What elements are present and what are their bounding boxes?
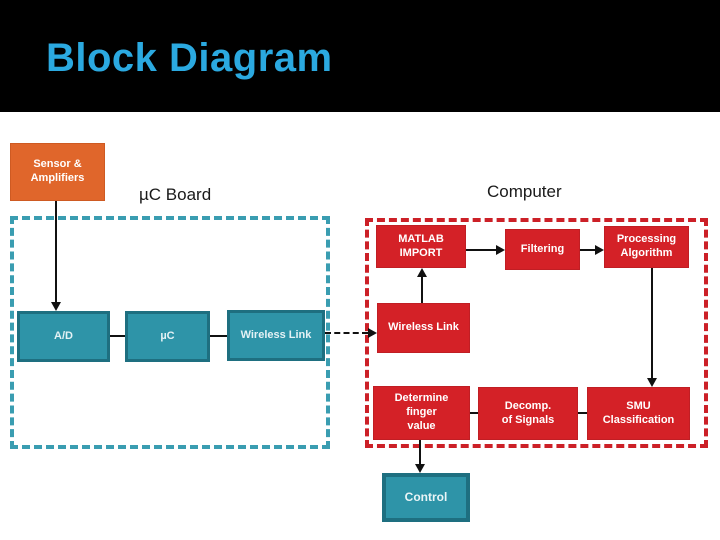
connector-wireless-to-wireless-dashed xyxy=(325,332,368,334)
node-wireless-link-computer: Wireless Link xyxy=(377,303,470,353)
node-control: Control xyxy=(382,473,470,522)
computer-region-label: Computer xyxy=(487,182,562,201)
connector-uc-to-wireless xyxy=(210,335,227,337)
connector-wireless-to-matlab xyxy=(421,276,423,303)
uc-board-region-label: µC Board xyxy=(139,185,212,204)
arrowhead-sensor-to-ad xyxy=(51,302,61,311)
node-sensor-amplifiers: Sensor & Amplifiers xyxy=(10,143,105,201)
node-determine-finger-value: Determine finger value xyxy=(373,386,470,440)
arrowhead-wireless-to-matlab xyxy=(417,268,427,277)
node-matlab-import: MATLAB IMPORT xyxy=(376,225,466,268)
connector-ad-to-uc xyxy=(110,335,125,337)
arrowhead-processing-to-smu xyxy=(647,378,657,387)
node-ad-converter: A/D xyxy=(17,311,110,362)
slide-header-band: Block Diagram xyxy=(0,0,720,112)
connector-matlab-to-filtering xyxy=(466,249,497,251)
arrowhead-wireless-to-wireless xyxy=(368,328,377,338)
connector-smu-to-decomp xyxy=(578,412,587,414)
connector-sensor-to-ad xyxy=(55,201,57,302)
node-processing-algorithm: Processing Algorithm xyxy=(604,226,689,268)
node-decomp-of-signals: Decomp. of Signals xyxy=(478,387,578,440)
node-smu-classification: SMU Classification xyxy=(587,387,690,440)
connector-processing-to-smu xyxy=(651,268,653,379)
arrowhead-filtering-to-processing xyxy=(595,245,604,255)
slide-title: Block Diagram xyxy=(46,36,333,80)
connector-decomp-to-determine xyxy=(470,412,478,414)
node-filtering: Filtering xyxy=(505,229,580,270)
connector-determine-to-control xyxy=(419,440,421,465)
arrowhead-determine-to-control xyxy=(415,464,425,473)
node-wireless-link-board: Wireless Link xyxy=(227,310,325,361)
node-microcontroller: µC xyxy=(125,311,210,362)
arrowhead-matlab-to-filtering xyxy=(496,245,505,255)
connector-filtering-to-processing xyxy=(580,249,596,251)
